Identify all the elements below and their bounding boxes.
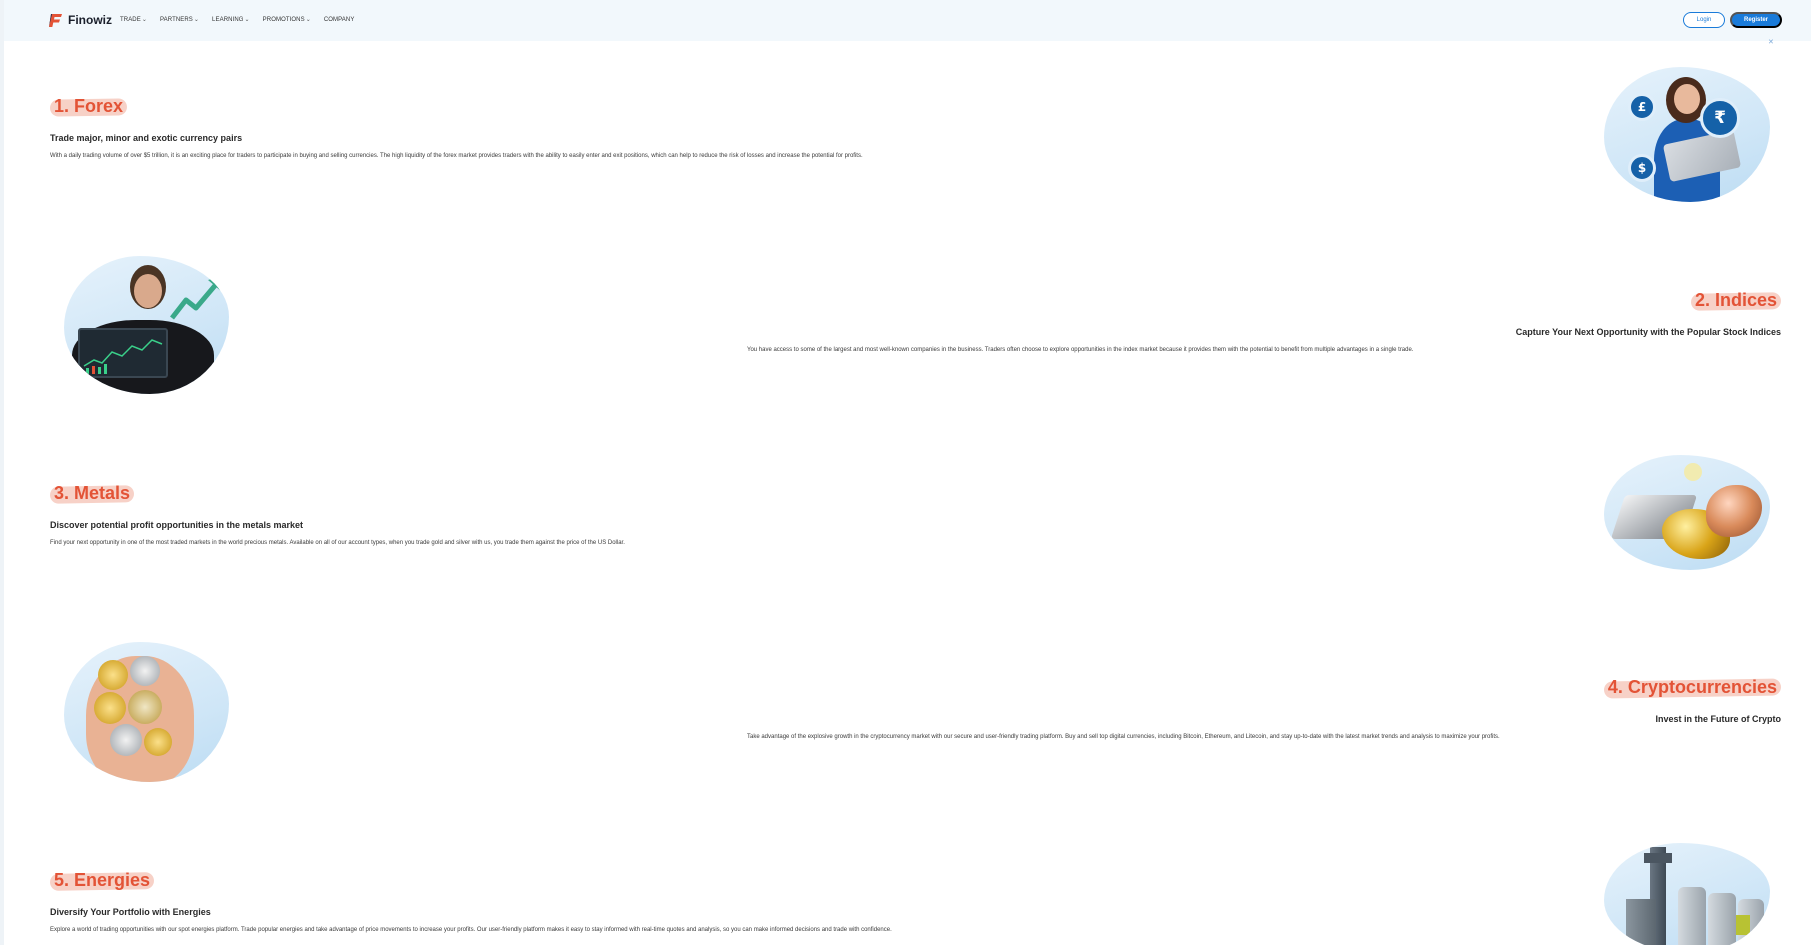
menu-item-learning[interactable]: LEARNING ⌄ [212,16,250,24]
bitcoin-coin-icon [94,692,126,724]
top-navbar: Finowiz TRADE ⌄ PARTNERS ⌄ LEARNING ⌄ PR… [4,0,1811,41]
section-title: 1. Forex [54,96,124,116]
menu-item-label: COMPANY [323,16,355,23]
copper-nugget-icon [1706,485,1762,537]
menu-item-trade[interactable]: TRADE ⌄ [120,16,147,24]
section-title: 3. Metals [54,483,131,503]
building-icon [1626,899,1656,945]
chevron-down-icon: ⌄ [141,17,147,23]
section-title-wrap: 1. Forex [49,96,128,117]
chevron-down-icon: ⌄ [305,17,311,23]
section-title: 4. Cryptocurrencies [1607,677,1777,697]
chevron-down-icon: ⌄ [244,17,250,23]
register-button[interactable]: Register [1730,12,1782,28]
indices-illustration [64,256,229,394]
menu-item-promotions[interactable]: PROMOTIONS ⌄ [262,16,311,24]
yellow-pipe-icon [1736,915,1750,935]
section-title-wrap: 4. Cryptocurrencies [1603,677,1782,699]
rupee-coin-icon: ₹ [1700,98,1740,138]
litecoin-coin-icon [110,724,142,756]
section-subtitle: Discover potential profit opportunities … [50,520,304,530]
section-title-wrap: 5. Energies [49,870,155,891]
login-button[interactable]: Login [1683,12,1725,28]
dollar-coin-icon: $ [1628,154,1656,182]
bitcoin-coin-icon [98,660,128,690]
menu-item-partners[interactable]: PARTNERS ⌄ [159,16,200,24]
chevron-down-icon: ⌄ [193,17,200,23]
section-description: Explore a world of trading opportunities… [50,927,892,933]
menu-item-label: PROMOTIONS [262,16,305,23]
section-subtitle: Invest in the Future of Crypto [1655,714,1781,724]
section-description: Take advantage of the explosive growth i… [747,734,1500,740]
finowiz-logo-icon [48,12,64,28]
close-icon[interactable]: ✕ [1768,39,1774,46]
energies-illustration [1604,843,1770,945]
section-title: 5. Energies [54,870,151,890]
menu-item-company[interactable]: COMPANY [324,16,355,23]
forex-illustration: £ ₹ $ [1604,67,1770,202]
person-face [134,274,162,308]
menu-item-label: LEARNING [212,16,244,23]
section-description: With a daily trading volume of over $5 t… [50,153,863,159]
crypto-illustration [64,642,229,782]
section-subtitle: Diversify Your Portfolio with Energies [50,907,211,917]
pound-coin-icon: £ [1628,93,1656,121]
ethereum-coin-icon [130,656,160,686]
silo-icon [1678,887,1706,945]
main-menu: TRADE ⌄ PARTNERS ⌄ LEARNING ⌄ PROMOTIONS… [120,16,355,24]
bitcoin-coin-icon [144,728,172,756]
section-title-wrap: 2. Indices [1690,290,1782,311]
menu-item-label: TRADE [120,16,141,23]
metals-illustration [1604,455,1770,570]
section-description: You have access to some of the largest a… [747,347,1414,353]
section-title-wrap: 3. Metals [49,483,135,504]
brand-logo[interactable]: Finowiz [48,12,112,28]
silo-icon [1708,893,1736,945]
tower-top [1644,853,1672,863]
section-title: 2. Indices [1694,290,1777,310]
sun-icon [1684,463,1702,481]
crypto-coin-icon [128,690,162,724]
section-subtitle: Capture Your Next Opportunity with the P… [1515,327,1781,337]
laptop-screen [78,328,168,378]
person-face [1674,84,1700,114]
menu-item-label: PARTNERS [159,16,193,23]
trend-up-arrow-icon [170,276,222,320]
section-description: Find your next opportunity in one of the… [50,540,625,546]
brand-name: Finowiz [68,13,112,27]
section-subtitle: Trade major, minor and exotic currency p… [50,133,243,143]
